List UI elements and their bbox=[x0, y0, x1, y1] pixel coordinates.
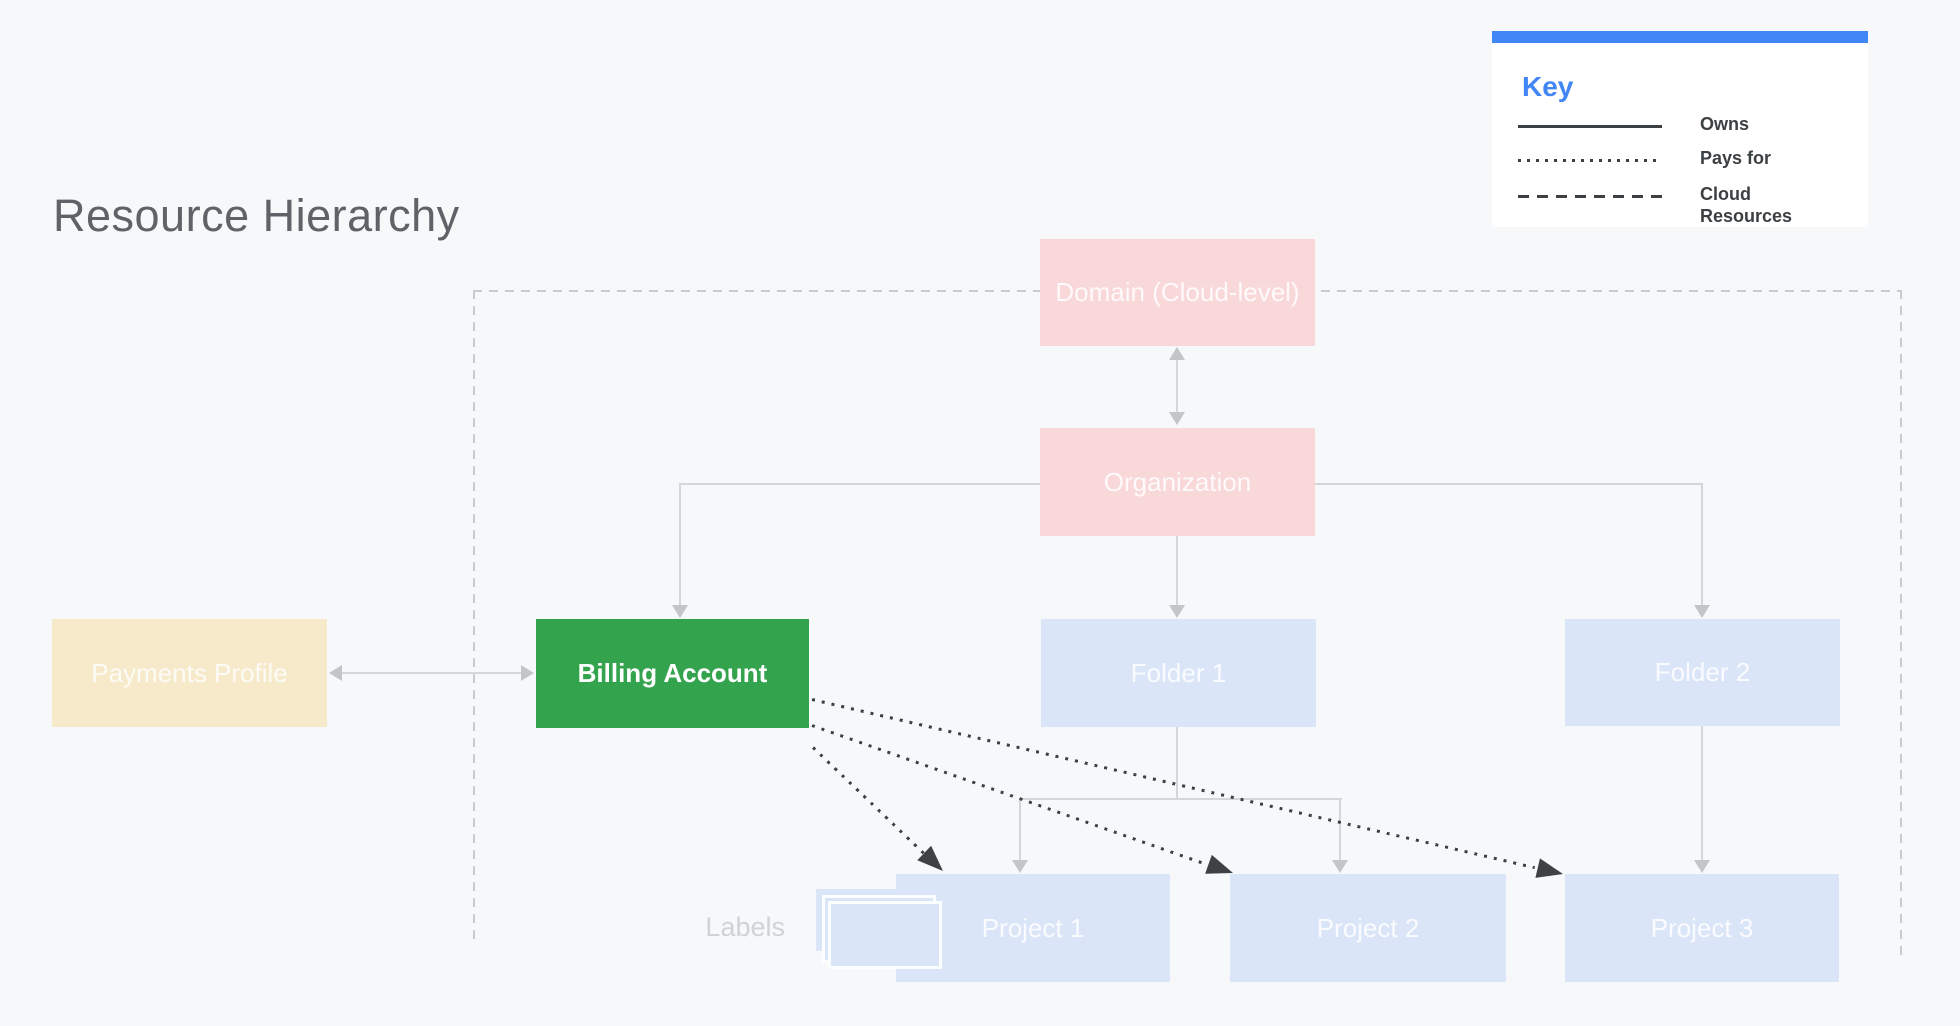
paysfor-arrowhead-project3 bbox=[1535, 858, 1566, 884]
arrowhead-to-folder2 bbox=[1694, 605, 1710, 618]
connector-folder1-stem bbox=[1176, 727, 1178, 800]
labels-caption: Labels bbox=[705, 912, 785, 942]
arrowhead-to-billing-left bbox=[521, 665, 534, 681]
key-heading: Key bbox=[1522, 71, 1574, 102]
connector-payments-billing bbox=[342, 672, 523, 674]
connector-folder2-project3 bbox=[1701, 726, 1703, 860]
page-title: Resource Hierarchy bbox=[53, 190, 460, 241]
node-project-2-label: Project 2 bbox=[1316, 912, 1420, 943]
legend-label-pays-for: Pays for bbox=[1700, 148, 1772, 168]
connector-org-folder2-v bbox=[1701, 483, 1703, 605]
label-card-front bbox=[828, 901, 942, 969]
node-project-3-label: Project 3 bbox=[1650, 912, 1754, 943]
node-project-2: Project 2 bbox=[1230, 874, 1506, 982]
arrowhead-to-domain bbox=[1169, 347, 1185, 360]
node-billing-account-label: Billing Account bbox=[577, 658, 768, 688]
connector-org-billing-v bbox=[679, 483, 681, 605]
legend-dotted-line-icon bbox=[1518, 159, 1662, 162]
node-project-1-label: Project 1 bbox=[981, 912, 1085, 943]
arrowhead-to-folder1 bbox=[1169, 605, 1185, 618]
labels-stack-icon bbox=[815, 884, 947, 970]
paysfor-line-project1 bbox=[811, 746, 927, 856]
arrowhead-to-payments-profile bbox=[329, 665, 342, 681]
arrowhead-to-billing-account bbox=[672, 605, 688, 618]
node-organization: Organization bbox=[1040, 428, 1315, 536]
arrowhead-to-project3 bbox=[1694, 860, 1710, 873]
node-folder-1-label: Folder 1 bbox=[1130, 657, 1227, 688]
arrowhead-to-organization bbox=[1169, 412, 1185, 425]
connector-folder1-project1 bbox=[1019, 798, 1021, 860]
arrowhead-to-project2 bbox=[1332, 860, 1348, 873]
connector-org-billing-h bbox=[680, 483, 1040, 485]
legend-label-owns: Owns bbox=[1700, 114, 1750, 134]
node-organization-label: Organization bbox=[1103, 466, 1252, 497]
node-billing-account: Billing Account bbox=[536, 619, 809, 728]
connector-domain-organization bbox=[1176, 356, 1178, 418]
node-folder-2: Folder 2 bbox=[1565, 619, 1840, 726]
legend-dashed-line-icon bbox=[1518, 195, 1662, 198]
legend-solid-line-icon bbox=[1518, 125, 1662, 128]
key-accent-bar bbox=[1492, 31, 1868, 43]
cloud-boundary-left bbox=[473, 290, 475, 945]
arrowhead-to-project1 bbox=[1012, 860, 1028, 873]
node-payments-profile-label: Payments Profile bbox=[91, 657, 288, 688]
node-folder-2-label: Folder 2 bbox=[1654, 657, 1751, 687]
connector-org-folder2-h bbox=[1315, 483, 1702, 485]
connector-folder1-split bbox=[1020, 798, 1342, 800]
legend-label-cloud-resources: Cloud Resources bbox=[1700, 184, 1793, 226]
node-domain-label: Domain (Cloud-level) bbox=[1055, 277, 1300, 307]
cloud-boundary-right bbox=[1900, 290, 1902, 958]
connector-org-folder1 bbox=[1176, 536, 1178, 605]
key-legend: Key Owns Pays for Cloud Resources bbox=[1492, 31, 1868, 227]
connector-folder1-project2 bbox=[1339, 798, 1341, 860]
node-payments-profile: Payments Profile bbox=[52, 619, 327, 727]
node-folder-1: Folder 1 bbox=[1041, 619, 1316, 727]
node-project-3: Project 3 bbox=[1565, 874, 1839, 982]
node-domain: Domain (Cloud-level) bbox=[1040, 239, 1315, 346]
